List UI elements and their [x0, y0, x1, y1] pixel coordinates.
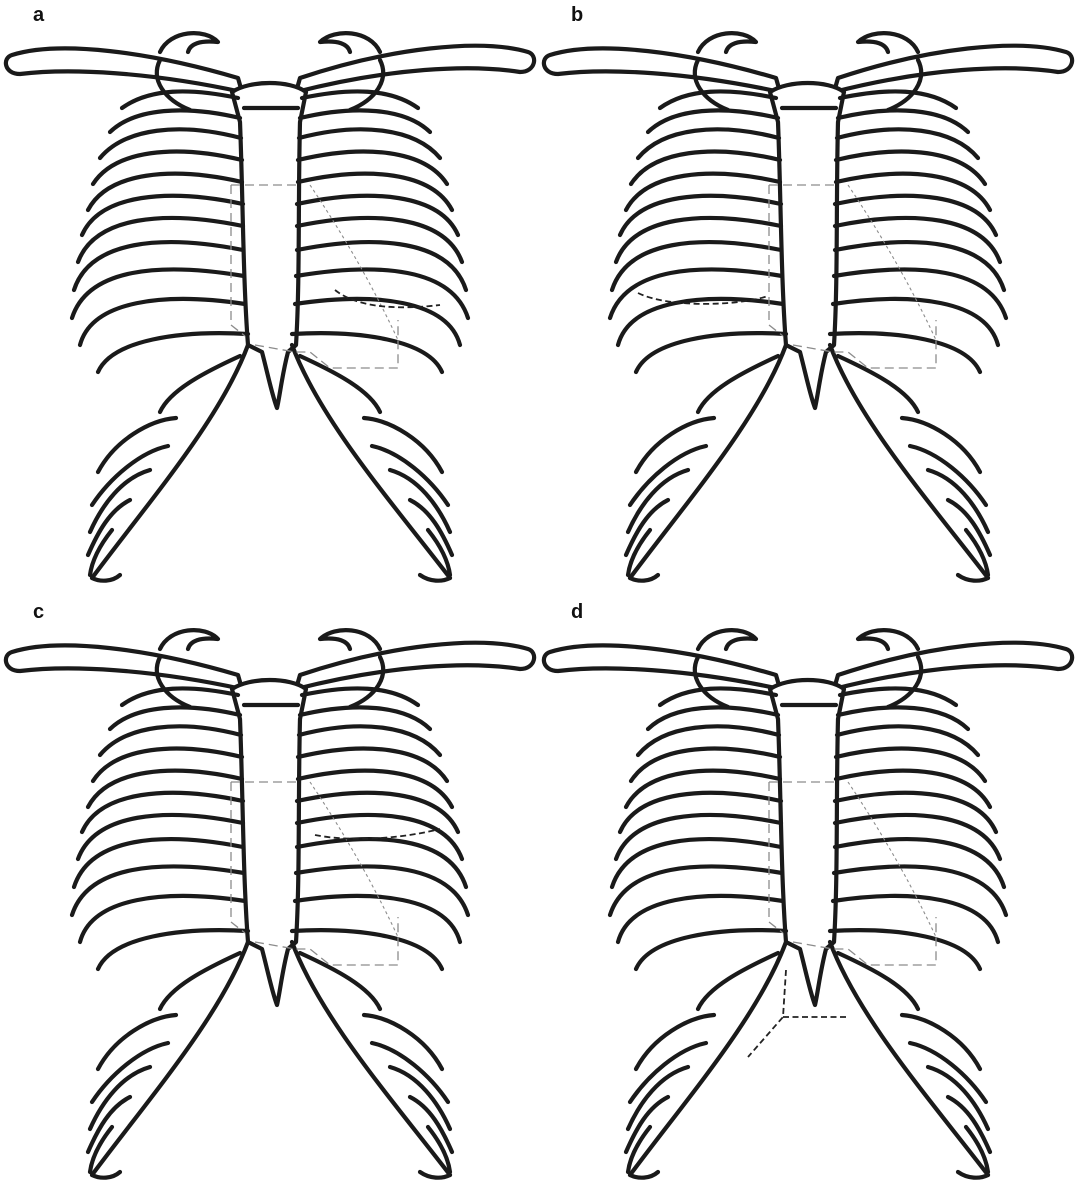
- right-lower-rib: [372, 446, 448, 505]
- left-costal-margin: [630, 345, 786, 578]
- right-lower-rib: [390, 470, 450, 532]
- right-costal-margin: [830, 942, 988, 1175]
- panel-label: a: [33, 4, 44, 27]
- panel-label: c: [33, 601, 44, 624]
- left-lower-rib: [628, 1067, 688, 1129]
- right-coracoid: [858, 630, 918, 649]
- panel-label: d: [571, 601, 583, 624]
- right-lower-rib: [928, 1067, 988, 1129]
- dashed-marker-line: [748, 970, 848, 1057]
- left-lower-rib: [628, 470, 688, 532]
- right-clavicle: [834, 46, 1072, 92]
- right-lower-rib-tip: [958, 575, 988, 581]
- left-coracoid: [160, 33, 218, 52]
- left-costal-margin: [92, 942, 248, 1175]
- left-rib: [636, 930, 786, 969]
- right-rib: [292, 930, 442, 969]
- left-coracoid: [160, 630, 218, 649]
- left-coracoid: [698, 33, 756, 52]
- left-rib: [636, 333, 786, 372]
- panel-label: b: [571, 4, 583, 27]
- right-clavicle: [296, 46, 534, 92]
- left-rib: [72, 269, 244, 318]
- right-costal-margin: [830, 345, 988, 578]
- left-rib: [98, 930, 248, 969]
- left-clavicle: [544, 48, 780, 92]
- panel-b: b: [538, 0, 1076, 596]
- right-lower-rib: [372, 1043, 448, 1102]
- right-rib: [292, 333, 442, 372]
- left-coracoid: [698, 630, 756, 649]
- right-costal-margin: [292, 942, 450, 1175]
- left-clavicle: [6, 48, 242, 92]
- right-coracoid: [320, 33, 380, 52]
- right-rib: [834, 269, 1006, 318]
- right-rib: [296, 269, 468, 318]
- right-clavicle: [834, 643, 1072, 689]
- left-rib: [610, 269, 782, 318]
- guide-line: [310, 782, 398, 937]
- panel-a: a: [0, 0, 538, 596]
- right-lower-rib: [928, 470, 988, 532]
- left-rib: [610, 866, 782, 915]
- right-lower-rib: [910, 446, 986, 505]
- right-lower-rib-tip: [958, 1172, 988, 1178]
- right-lower-rib: [910, 1043, 986, 1102]
- guide-line: [310, 185, 398, 340]
- left-clavicle: [544, 645, 780, 689]
- right-lower-rib: [390, 1067, 450, 1129]
- left-clavicle: [6, 645, 242, 689]
- rib-cage-diagram: [0, 597, 538, 1193]
- left-rib: [72, 866, 244, 915]
- panel-d: d: [538, 597, 1076, 1193]
- guide-line: [848, 185, 936, 340]
- left-costal-margin: [92, 345, 248, 578]
- left-lower-rib: [90, 1067, 150, 1129]
- right-clavicle: [296, 643, 534, 689]
- right-rib: [834, 866, 1006, 915]
- right-rib: [830, 333, 980, 372]
- right-coracoid: [320, 630, 380, 649]
- rib-cage-diagram: [538, 0, 1076, 596]
- rib-cage-diagram: [538, 597, 1076, 1193]
- right-rib: [296, 866, 468, 915]
- left-rib: [98, 333, 248, 372]
- right-costal-margin: [292, 345, 450, 578]
- guide-line: [848, 782, 936, 937]
- right-lower-rib-tip: [420, 575, 450, 581]
- right-coracoid: [858, 33, 918, 52]
- rib-cage-diagram: [0, 0, 538, 596]
- right-rib: [830, 930, 980, 969]
- left-lower-rib: [90, 470, 150, 532]
- left-costal-margin: [630, 942, 786, 1175]
- panel-c: c: [0, 597, 538, 1193]
- right-lower-rib-tip: [420, 1172, 450, 1178]
